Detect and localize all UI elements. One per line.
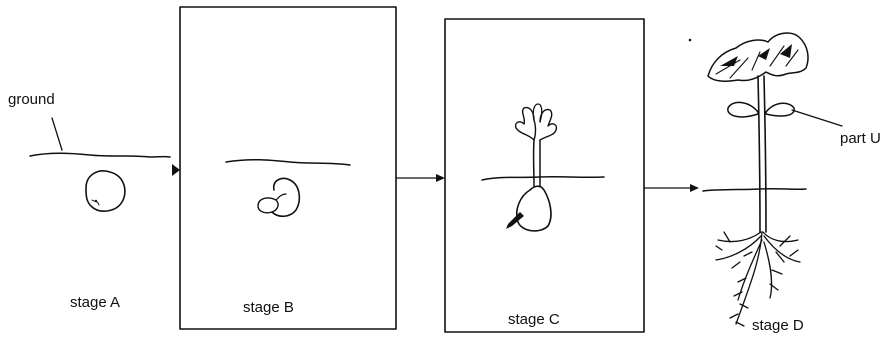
stage-c-label: stage C xyxy=(508,311,560,328)
stage-a-label: stage A xyxy=(70,294,120,311)
plant-roots xyxy=(715,231,801,327)
ground-label: ground xyxy=(8,91,55,108)
arrow-a-to-b xyxy=(172,164,180,176)
ground-line-b xyxy=(225,158,351,166)
arrow-c-to-d xyxy=(643,184,699,192)
arrow-b-to-c xyxy=(395,174,445,182)
ground-line-d xyxy=(702,187,807,192)
ground-line-c xyxy=(481,175,605,181)
seedling-c xyxy=(506,103,558,232)
part-u-pointer-line xyxy=(791,109,843,127)
stage-c: stage C xyxy=(444,18,645,333)
stage-b-label: stage B xyxy=(243,299,294,316)
cotyledons-part-u xyxy=(727,101,795,118)
stage-c-frame xyxy=(444,18,645,333)
seed-b xyxy=(257,177,301,218)
part-u-label: part U xyxy=(840,130,881,147)
stage-b-frame xyxy=(179,6,397,330)
seed-a xyxy=(85,170,126,212)
ground-pointer-line xyxy=(51,117,63,151)
stage-a: ground stage A xyxy=(8,91,171,311)
stage-d-label: stage D xyxy=(752,317,804,334)
stage-b: stage B xyxy=(179,6,397,330)
speck-mark xyxy=(688,38,692,42)
plant-leaves xyxy=(707,32,809,82)
ground-line-a xyxy=(29,152,171,158)
stage-d: part U stage D xyxy=(702,32,881,334)
